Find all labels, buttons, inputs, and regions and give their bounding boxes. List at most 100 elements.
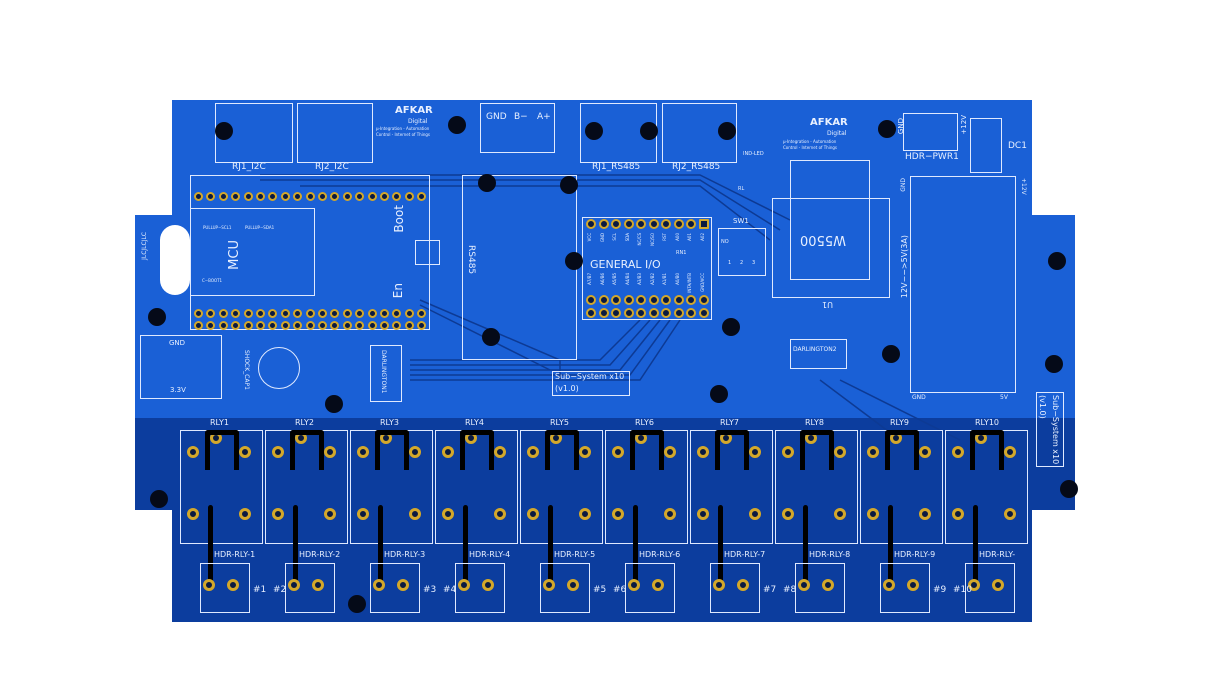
header-pin (342, 192, 352, 201)
relay-header-label: HDR-RLY-4 (469, 550, 511, 559)
pin-pad (598, 308, 609, 318)
pin-label: NC/SO (649, 233, 655, 246)
relay-pin (442, 446, 454, 458)
header-pin (417, 321, 427, 330)
header-pin (367, 309, 377, 318)
c-boot-label: C−BOOT1 (202, 278, 223, 283)
header-pin (243, 309, 253, 318)
header-pin (243, 192, 253, 201)
relay-header-terminal (965, 563, 1015, 613)
relay-trace (800, 430, 834, 470)
pin-label: A1/B1 (662, 273, 667, 285)
relay-pin (494, 508, 506, 520)
pin-pad (598, 295, 609, 305)
mounting-hole (640, 122, 658, 140)
relay-pin (782, 508, 794, 520)
mounting-hole (1048, 252, 1066, 270)
w5500-module (772, 198, 890, 298)
relay-pin (952, 508, 964, 520)
relay-number: #6 (613, 585, 627, 595)
pin-label: SDA (624, 233, 630, 242)
pin-pad (586, 219, 596, 229)
header-pin (280, 309, 290, 318)
terminal-b-label: B− (514, 112, 528, 122)
terminal-pin (883, 579, 895, 591)
pin-pad (686, 295, 696, 305)
header-pin (293, 309, 303, 318)
mounting-hole (718, 122, 736, 140)
relay-label: RLY4 (465, 418, 484, 427)
pin-pad (636, 308, 646, 318)
relay-pin (664, 446, 676, 458)
rj1-i2c-label: RJ1_I2C (232, 162, 266, 172)
relay-trace (460, 430, 494, 470)
relay-trace (548, 505, 553, 585)
relay-number: #8 (783, 585, 797, 595)
relay-header-terminal (880, 563, 930, 613)
header-pin (280, 192, 290, 201)
mounting-hole (878, 120, 896, 138)
relay-pin (357, 446, 369, 458)
mounting-hole (882, 345, 900, 363)
header-pin (380, 309, 389, 318)
pin-pad (648, 219, 659, 229)
relay-header-terminal (540, 563, 590, 613)
pullup-sda-label: PULLUP−SDA1 (245, 225, 275, 230)
terminal-pin (312, 579, 324, 591)
relay-pin (527, 446, 539, 458)
logo-tagline: Control - Internet of Things (783, 145, 837, 150)
relay-label: RLY10 (975, 418, 1000, 427)
relay-pin (697, 446, 709, 458)
header-pin (318, 309, 327, 318)
sw1-label: SW1 (733, 217, 749, 225)
relay-pin (867, 446, 879, 458)
relay-header-label: HDR-RLY-3 (384, 550, 426, 559)
relay-number: #2 (273, 585, 287, 595)
header-pin (194, 192, 203, 201)
dip-switch[interactable] (718, 228, 766, 276)
relay-header-label: HDR-RLY-7 (724, 550, 766, 559)
buck-label: 12V−−>5V(3A) (900, 235, 909, 299)
relay-pin (612, 508, 624, 520)
buck-12v-label: +12V (1020, 178, 1027, 195)
header-pin (417, 192, 427, 201)
pin-pad (586, 308, 596, 318)
general-io-module (582, 217, 712, 320)
relay-pin (664, 508, 676, 520)
relay-header-terminal (710, 563, 760, 613)
relay-label: RLY9 (890, 418, 909, 427)
subsystem-box (552, 371, 630, 396)
subsystem-title: Sub−System x10 (555, 372, 625, 381)
relay-header-terminal (455, 563, 505, 613)
logo-tagline: Control - Internet of Things (376, 132, 430, 137)
relay-trace (545, 430, 579, 470)
w5500-outline (790, 160, 870, 280)
header-pin (280, 321, 290, 330)
terminal-pin (713, 579, 725, 591)
relay-number: #4 (443, 585, 457, 595)
pin-pad (623, 295, 634, 305)
pin-pad (686, 308, 696, 318)
header-pin (318, 192, 327, 201)
mounting-hole (560, 176, 578, 194)
header-pin (404, 309, 414, 318)
subsystem-version: (v1.0) (555, 384, 579, 393)
relay-number: #7 (763, 585, 777, 595)
header-pin (404, 321, 414, 330)
pin-pad (698, 219, 709, 229)
pin-label: SCL (612, 233, 617, 241)
header-pin (305, 321, 315, 330)
mounting-hole (478, 174, 496, 192)
header-pin (268, 309, 278, 318)
terminal-pin (968, 579, 980, 591)
header-pin (194, 321, 203, 330)
header-pin (305, 309, 315, 318)
header-pin (231, 309, 241, 318)
relay-pin (409, 446, 421, 458)
mounting-hole (585, 122, 603, 140)
pin-pad (648, 295, 659, 305)
header-pin (293, 192, 303, 201)
pin-pad (611, 219, 621, 229)
header-pin (330, 309, 340, 318)
logo-tagline: µ-Integration - Automation (783, 139, 837, 144)
